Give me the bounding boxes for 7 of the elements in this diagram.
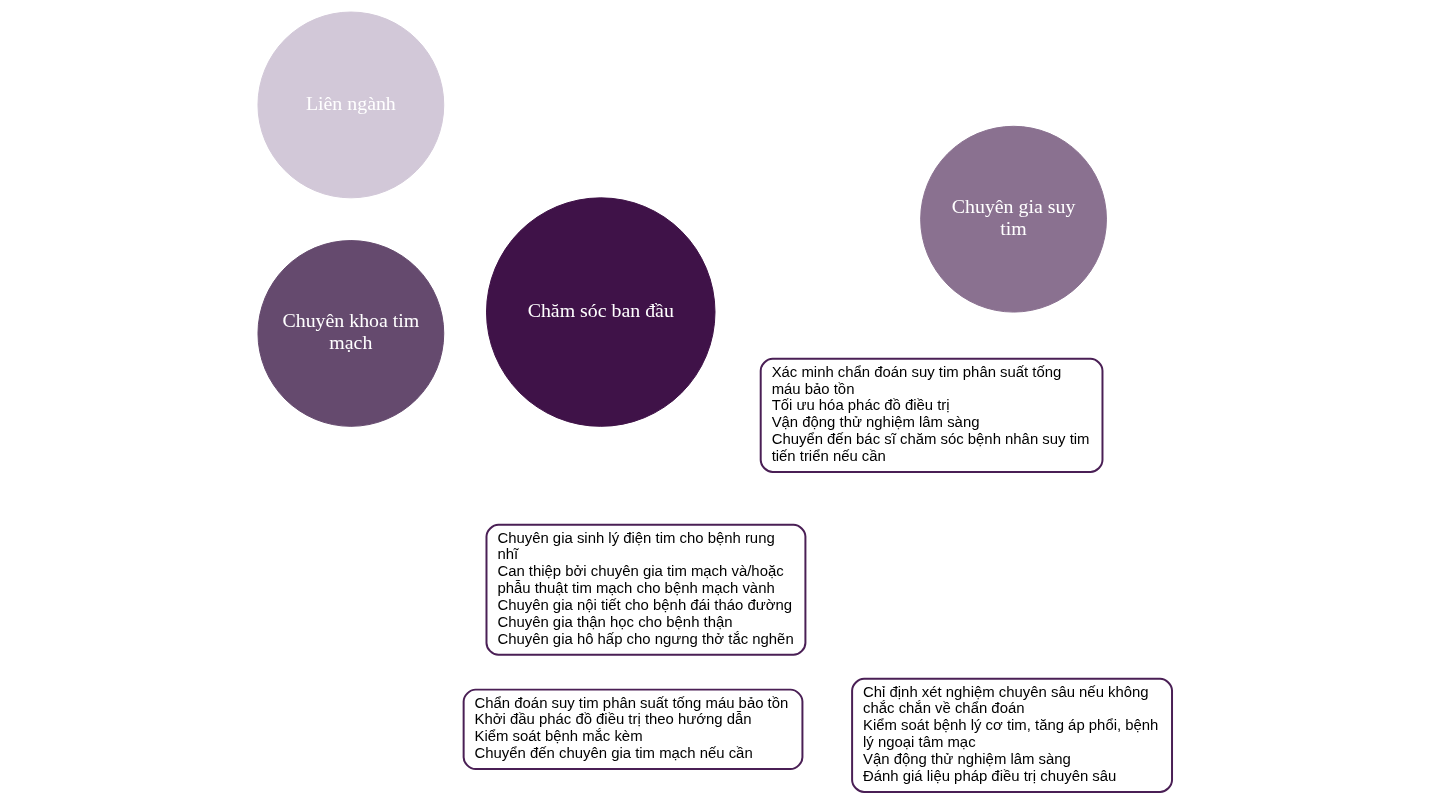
node-box: Chỉ định xét nghiệm chuyên sâu nếu không chắc chắn về chẩn đoán Kiểm soát bệnh lý cơ tim, tăng áp phổi, bệnh lý ngoại tâm mạc Vận động thử nghiệm lâm sàng Đánh giá liệu pháp điều trị chuyên sâu <box>851 677 1174 793</box>
node-circle: Chuyên khoa tim mạch <box>257 240 445 427</box>
node-box: Xác minh chẩn đoán suy tim phân suất tống máu bảo tồn Tối ưu hóa phác đồ điều trị Vận động thử nghiệm lâm sàng Chuyển đến bác sĩ chăm sóc bệnh nhân suy tim tiến triển nếu cần <box>759 357 1104 474</box>
node-circle: Chuyên gia suy tim <box>920 125 1107 313</box>
node-box: Chẩn đoán suy tim phân suất tống máu bảo tồn Khởi đầu phác đồ điều trị theo hướng dẫn Kiểm soát bệnh mắc kèm Chuyển đến chuyên gia tim mạch nếu cần <box>462 688 804 771</box>
node-box: Chuyên gia sinh lý điện tim cho bệnh rung nhĩ Can thiệp bởi chuyên gia tim mạch và/hoặc phẫu thuật tim mạch cho bệnh mạch vành Chuyên gia nội tiết cho bệnh đái tháo đường Chuyên gia thận học cho bệnh thận Chuyên gia hô hấp cho ngưng thở tắc nghẽn <box>485 523 807 656</box>
node-circle: Chăm sóc ban đầu <box>486 197 716 427</box>
